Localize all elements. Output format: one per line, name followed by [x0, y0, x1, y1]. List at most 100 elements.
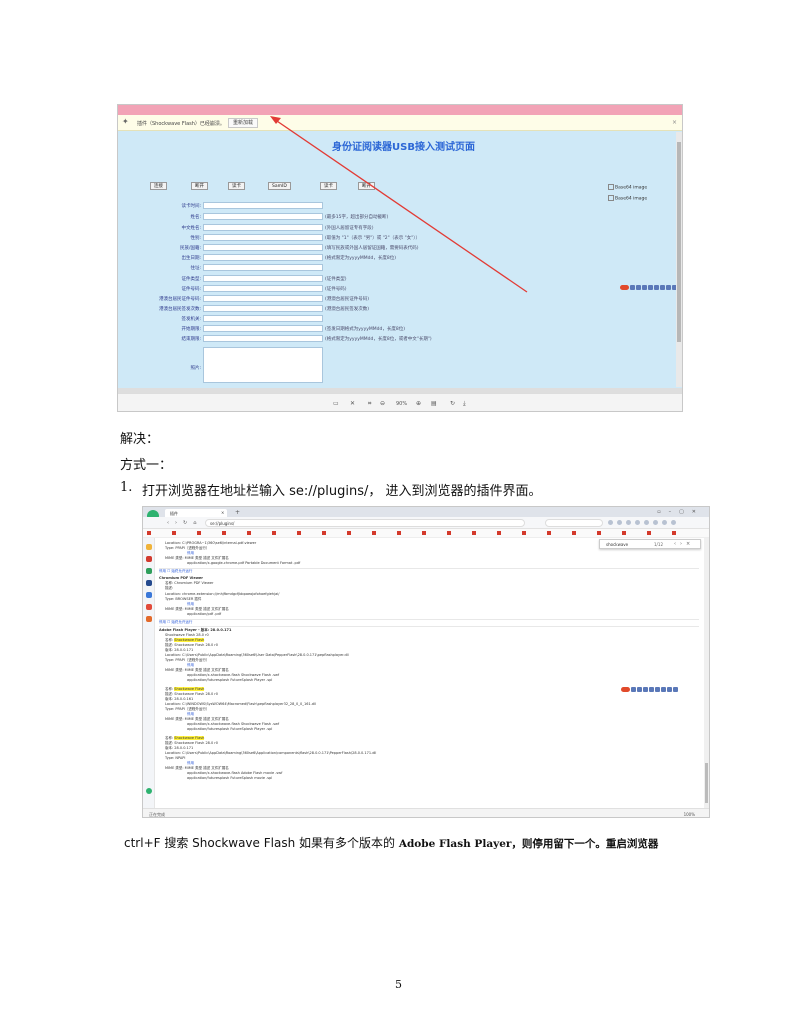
disconnect-button-2[interactable]: 断开 [358, 182, 375, 190]
sidebar-icon-6[interactable] [146, 604, 152, 610]
bookmark-item[interactable] [397, 531, 417, 536]
plugin-link[interactable]: 停用 [187, 602, 194, 606]
plugin-link[interactable]: 停用 ☐ 始终允许运行 [159, 569, 193, 573]
samid-button[interactable]: SamID [268, 182, 291, 190]
save-icon[interactable]: ▭ [333, 400, 339, 407]
zoom-out-icon[interactable]: ⊖ [380, 400, 386, 407]
plugin-link[interactable]: 停用 [187, 712, 194, 716]
bookmark-item[interactable] [297, 531, 317, 536]
bookmark-item[interactable] [547, 531, 567, 536]
plugin-line: 版本: 28.0.0.171 [165, 746, 194, 750]
field-input[interactable] [203, 244, 323, 251]
step-number: 1. [120, 480, 133, 495]
scrollbar-2[interactable] [704, 538, 709, 808]
field-input[interactable] [203, 264, 323, 271]
sidebar-icon-5[interactable] [146, 592, 152, 598]
fit-icon[interactable]: ✕ [350, 400, 356, 407]
bookmark-item[interactable] [472, 531, 492, 536]
bookmark-item[interactable] [572, 531, 592, 536]
field-input[interactable] [203, 224, 323, 231]
plugin-line: 描述: [165, 586, 174, 590]
form-row: 结束期限: (格式限定为yyyyMMdd，长度8位，或者中文"长期") [118, 335, 678, 344]
browser-top-strip [118, 105, 682, 115]
scrollbar[interactable] [676, 132, 682, 387]
new-tab-icon[interactable]: + [235, 509, 241, 516]
field-input[interactable] [203, 234, 323, 241]
field-input[interactable] [203, 325, 323, 332]
field-hint: (证件号码) [325, 287, 347, 292]
field-hint: (港澳台居民证件号码) [325, 297, 370, 302]
plugin-line: application/futuresplash FutureSplash mo… [187, 776, 273, 780]
close-tab-icon[interactable]: × [221, 510, 225, 515]
field-input[interactable] [203, 315, 323, 322]
read-card-button-2[interactable]: 读卡 [320, 182, 337, 190]
field-input[interactable] [203, 213, 323, 220]
bookmark-item[interactable] [522, 531, 542, 536]
window-controls[interactable]: ▫–▢✕ [657, 509, 704, 515]
method-heading: 方式一： [120, 458, 173, 473]
find-input[interactable]: shockwave [606, 542, 629, 547]
bookmark-item[interactable] [222, 531, 242, 536]
search-input[interactable] [545, 519, 603, 527]
connect-button[interactable]: 连接 [150, 182, 167, 190]
screenshot-plugins-page: 插件 × + ▫–▢✕ ‹›↻⌂ se://plugins/ Location:… [142, 506, 710, 818]
plugin-line: application/pdf .pdf [187, 612, 222, 616]
field-input[interactable] [203, 202, 323, 209]
field-input[interactable] [203, 285, 323, 292]
tab-plugins[interactable]: 插件 [165, 509, 227, 517]
plugin-line: 名称: Shockwave Flash [165, 638, 205, 642]
bookmark-item[interactable] [197, 531, 217, 536]
field-hint: (格式限定为yyyyMMdd，长度8位，或者中文"长期") [325, 337, 432, 342]
bookmark-item[interactable] [497, 531, 517, 536]
rotate-icon[interactable]: ↻ [450, 400, 456, 407]
find-nav-buttons[interactable]: ‹›× [674, 541, 695, 547]
field-label: 读卡时间: [181, 204, 201, 209]
bookmark-item[interactable] [447, 531, 467, 536]
zoom-in-icon[interactable]: ⊕ [416, 400, 422, 407]
bookmark-item[interactable] [347, 531, 367, 536]
bookmark-item[interactable] [597, 531, 617, 536]
address-input[interactable]: se://plugins/ [205, 519, 525, 527]
bookmark-item[interactable] [272, 531, 292, 536]
plugin-link[interactable]: 停用 ☐ 始终允许运行 [159, 620, 193, 624]
field-input[interactable] [203, 295, 323, 302]
sidebar-icon-4[interactable] [146, 580, 152, 586]
field-hint: (证件类型) [325, 277, 347, 282]
sidebar-icon-8[interactable] [146, 788, 152, 794]
field-label: 结束期限: [181, 337, 201, 342]
sidebar-icon-2[interactable] [146, 556, 152, 562]
field-input[interactable] [203, 275, 323, 282]
sidebar-icon-7[interactable] [146, 616, 152, 622]
plugin-link[interactable]: 停用 [187, 761, 194, 765]
field-input[interactable] [203, 335, 323, 342]
fit-page-icon[interactable]: ⌗ [368, 400, 372, 407]
reload-plugin-button[interactable]: 重新加载 [228, 118, 259, 128]
sidebar-icon-1[interactable] [146, 544, 152, 550]
bookmark-item[interactable] [322, 531, 342, 536]
bookmark-item[interactable] [622, 531, 642, 536]
download-icon[interactable]: ⤓ [463, 400, 466, 407]
divider [159, 568, 699, 569]
field-input[interactable] [203, 254, 323, 261]
plugin-link[interactable]: 停用 [187, 551, 194, 555]
disconnect-button[interactable]: 断开 [191, 182, 208, 190]
read-card-button[interactable]: 读卡 [228, 182, 245, 190]
field-label: 中文姓名: [181, 226, 201, 231]
sidebar-icon-3[interactable] [146, 568, 152, 574]
field-input[interactable] [203, 305, 323, 312]
nav-buttons[interactable]: ‹›↻⌂ [167, 520, 203, 526]
bookmark-item[interactable] [372, 531, 392, 536]
base64-image-placeholder: Base64 image [608, 184, 647, 191]
close-icon[interactable]: × [671, 119, 677, 126]
bookmark-item[interactable] [672, 531, 692, 536]
plugin-link[interactable]: 停用 [187, 663, 194, 667]
status-left: 正在完成 [149, 812, 165, 817]
bookmark-item[interactable] [172, 531, 192, 536]
field-hint: (填写民族或外国人居留证国籍，需要码表代码) [325, 246, 419, 251]
page-icon[interactable]: ▤ [431, 400, 437, 407]
bookmark-item[interactable] [422, 531, 442, 536]
bookmark-item[interactable] [147, 531, 167, 536]
bookmark-item[interactable] [647, 531, 667, 536]
address-bar-row: ‹›↻⌂ se://plugins/ [143, 517, 709, 529]
bookmark-item[interactable] [247, 531, 267, 536]
